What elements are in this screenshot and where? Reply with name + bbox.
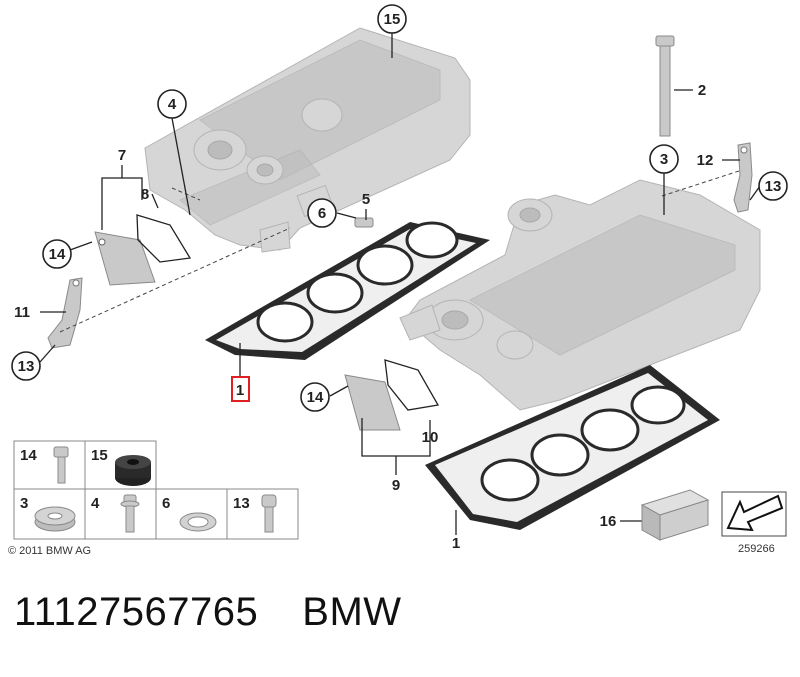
svg-text:3: 3 xyxy=(660,151,668,168)
seal-middle xyxy=(384,359,440,411)
head-gasket-bottom xyxy=(425,365,720,530)
svg-text:13: 13 xyxy=(233,495,250,512)
washer-part-icon xyxy=(34,506,76,532)
head-bolt xyxy=(655,35,693,137)
callout-7[interactable]: 7 xyxy=(118,147,126,164)
svg-text:6: 6 xyxy=(162,495,170,512)
seal-left xyxy=(136,214,192,263)
callout-5[interactable]: 5 xyxy=(362,191,370,208)
bracket-right xyxy=(733,142,753,213)
callout-1-highlight[interactable]: 1 xyxy=(231,376,250,402)
callout-12[interactable]: 12 xyxy=(697,152,714,169)
bolt-part-icon xyxy=(53,446,69,484)
seal-ring-part-icon xyxy=(179,512,217,532)
svg-text:3: 3 xyxy=(20,495,28,512)
callout-14-left[interactable]: 14 xyxy=(42,239,72,269)
arrow-box-icon xyxy=(721,491,787,537)
callout-10[interactable]: 10 xyxy=(422,429,439,446)
cylinder-head-lower xyxy=(399,179,761,411)
callout-14-mid[interactable]: 14 xyxy=(300,382,330,412)
parts-table: 14 15 3 4 6 13 xyxy=(13,440,299,540)
svg-text:10: 10 xyxy=(422,429,439,446)
svg-text:2: 2 xyxy=(698,82,706,99)
svg-text:11: 11 xyxy=(14,304,30,321)
svg-text:16: 16 xyxy=(600,513,617,530)
callout-15-top[interactable]: 15 xyxy=(377,4,407,34)
socket-bolt-part-icon xyxy=(261,494,277,533)
callout-1-bottom[interactable]: 1 xyxy=(452,535,460,552)
grommet-part-icon xyxy=(115,455,151,486)
cover-left xyxy=(94,231,156,286)
svg-text:14: 14 xyxy=(307,389,324,406)
callout-16[interactable]: 16 xyxy=(600,513,617,530)
svg-text:1: 1 xyxy=(236,382,244,399)
cylinder-head-upper xyxy=(144,27,471,253)
bracket-left xyxy=(47,277,83,349)
callout-6[interactable]: 6 xyxy=(307,198,337,228)
package-box xyxy=(640,489,710,541)
part-number: 11127567765 xyxy=(14,590,259,634)
bottom-caption: 11127567765 BMW xyxy=(14,590,402,635)
flange-bolt-part-icon xyxy=(120,494,140,533)
svg-text:8: 8 xyxy=(141,186,149,203)
sensor xyxy=(354,217,374,228)
svg-text:5: 5 xyxy=(362,191,370,208)
svg-text:14: 14 xyxy=(49,246,66,263)
callout-4[interactable]: 4 xyxy=(157,89,187,119)
svg-text:13: 13 xyxy=(765,178,782,195)
brand: BMW xyxy=(302,590,402,634)
svg-text:4: 4 xyxy=(91,495,100,512)
callout-8[interactable]: 8 xyxy=(141,186,149,203)
svg-text:12: 12 xyxy=(697,152,714,169)
head-gasket-middle xyxy=(205,221,490,360)
svg-text:9: 9 xyxy=(392,477,400,494)
diagram-number: 259266 xyxy=(738,543,775,555)
svg-text:14: 14 xyxy=(20,447,37,464)
callout-11[interactable]: 11 xyxy=(14,304,30,321)
svg-text:4: 4 xyxy=(168,96,177,113)
cover-middle xyxy=(344,374,401,431)
callout-2[interactable]: 2 xyxy=(698,82,706,99)
callout-13-right[interactable]: 13 xyxy=(758,171,788,201)
svg-text:15: 15 xyxy=(91,447,108,464)
callout-3[interactable]: 3 xyxy=(649,144,679,174)
callout-13-left[interactable]: 13 xyxy=(11,351,41,381)
svg-text:7: 7 xyxy=(118,147,126,164)
svg-text:15: 15 xyxy=(384,11,401,28)
svg-text:6: 6 xyxy=(318,205,326,222)
svg-text:1: 1 xyxy=(452,535,460,552)
copyright: © 2011 BMW AG xyxy=(8,545,91,557)
callout-9[interactable]: 9 xyxy=(392,477,400,494)
svg-text:13: 13 xyxy=(18,358,35,375)
